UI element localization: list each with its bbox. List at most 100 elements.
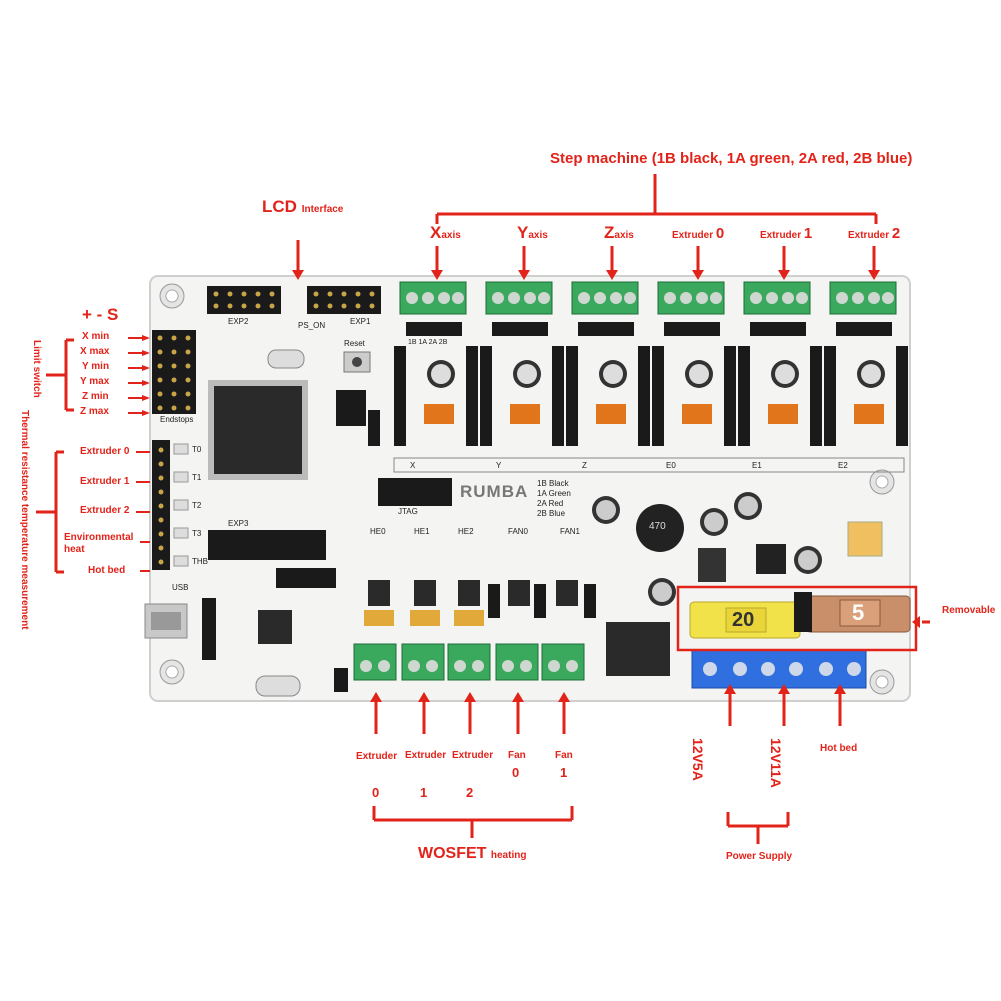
exp-headers	[207, 286, 381, 314]
usb-label: USB	[172, 583, 189, 592]
axis-e0-main: Extruder	[672, 230, 716, 241]
axis-label-z: Zaxis	[604, 224, 634, 242]
bottom-extruder-0-num: 0	[372, 785, 380, 800]
bottom-fan-0-num: 0	[512, 765, 520, 780]
pin-1b: 1B	[408, 339, 417, 346]
axis-y-main: Y	[517, 223, 529, 242]
limit-y-min: Y min	[82, 361, 110, 372]
driver-label-e0: E0	[666, 461, 676, 470]
driver-label-e1: E1	[752, 461, 762, 470]
axis-e2-sub: 2	[891, 225, 901, 242]
power-supply: Power Supply	[726, 851, 793, 862]
lcd-label: LCD Interface	[262, 198, 343, 215]
bottom-extruder-1: Extruder	[405, 750, 447, 761]
driver-label-e2: E2	[838, 461, 848, 470]
pin-2b: 2B	[438, 339, 448, 346]
power-12v5a: 12V5A	[690, 738, 706, 781]
pin-labels-x: 1B 1A 2A 2B	[408, 339, 447, 346]
bottom-extruder-0: Extruder	[356, 751, 398, 762]
inductor-label: 470	[649, 521, 666, 532]
mosfet-label: WOSFET heating	[418, 846, 526, 862]
limit-z-min: Z min	[82, 391, 109, 402]
limit-y-max: Y max	[80, 376, 110, 387]
reset-label: Reset	[344, 339, 365, 348]
thb-label: THB	[192, 557, 208, 566]
axis-x-main: X	[430, 223, 442, 242]
thermal-extruder-0-text: Extruder 0	[80, 446, 130, 457]
t1-label: T1	[192, 473, 202, 482]
lcd-sub: Interface	[301, 204, 344, 215]
crystal	[267, 349, 305, 369]
legend-1b: 1B Black	[537, 479, 569, 488]
bottom-extruder-2-num: 2	[466, 785, 474, 800]
axis-label-e1: Extruder 1	[760, 226, 812, 242]
t3-label: T3	[192, 529, 202, 538]
he0-label: HE0	[370, 527, 386, 536]
axis-z-main: Z	[604, 223, 615, 242]
axis-label-e0: Extruder 0	[672, 226, 724, 242]
thermal-environmental: Environmental heat	[64, 532, 134, 555]
bottom-extruder-2: Extruder	[452, 750, 494, 761]
annotation-lines	[36, 174, 930, 844]
endstop-leaders	[128, 337, 150, 572]
arrowheads	[142, 270, 920, 702]
pcb-board	[149, 275, 911, 702]
lcd-main: LCD	[262, 197, 297, 216]
he2-label: HE2	[458, 527, 474, 536]
driver-components	[424, 360, 885, 424]
bottom-fan-1-num: 1	[560, 765, 568, 780]
power-terminal	[691, 649, 867, 689]
exp2-label: EXP2	[228, 317, 249, 326]
limit-x-min: X min	[82, 331, 110, 342]
fan0-label: FAN0	[508, 527, 529, 536]
mosfet-sub: heating	[490, 850, 527, 861]
pin-2a: 2A	[428, 339, 437, 346]
thermal-extruder-2-text: Extruder 2	[80, 505, 130, 516]
stepper-terminals	[399, 281, 897, 315]
jtag-label: JTAG	[398, 507, 418, 516]
power-12v11a: 12V11A	[768, 738, 784, 788]
limit-z-max: Z max	[80, 406, 109, 417]
bottom-fan-1: Fan	[555, 750, 573, 761]
thermal-extruder-2: Extruder 2	[80, 506, 129, 516]
endstops-label: Endstops	[160, 415, 194, 424]
board-name: RUMBA	[460, 482, 529, 501]
axis-e1-main: Extruder	[760, 230, 804, 241]
axis-label-e2: Extruder 2	[848, 226, 900, 242]
t2-label: T2	[192, 501, 202, 510]
driver-label-y: Y	[496, 461, 502, 470]
fuse-20-value: 20	[732, 609, 755, 631]
thermal-extruder-1: Extruder 1	[80, 477, 129, 487]
plus-minus-s: + - S	[82, 305, 119, 324]
axis-x-sub: axis	[441, 230, 461, 241]
legend-2a: 2A Red	[537, 499, 564, 508]
usb-chip	[258, 610, 292, 644]
axis-e2-main: Extruder	[848, 230, 892, 241]
thermal-hot-bed: Hot bed	[88, 565, 126, 576]
thermal-label: Thermal resistance temperature measureme…	[19, 410, 30, 630]
mounting-holes	[159, 283, 895, 695]
thermal-extruder-0: Extruder 0	[80, 447, 129, 457]
endstops-header	[152, 330, 196, 414]
limit-switch-label: Limit switch	[31, 340, 42, 398]
axis-y-sub: axis	[528, 230, 548, 241]
limit-x-max: X max	[80, 346, 110, 357]
he1-label: HE1	[414, 527, 430, 536]
inductor-470	[636, 504, 684, 552]
removable-label: Removable	[942, 605, 996, 616]
legend-2b: 2B Blue	[537, 509, 566, 518]
ps-on-label: PS_ON	[298, 321, 326, 330]
power-hot-bed: Hot bed	[820, 743, 858, 754]
step-machine-title: Step machine (1B black, 1A green, 2A red…	[550, 150, 913, 167]
t0-label: T0	[192, 445, 202, 454]
exp3-label: EXP3	[228, 519, 249, 528]
axis-label-x: Xaxis	[430, 224, 461, 242]
endstop-pins	[157, 335, 191, 411]
pin-1a: 1A	[418, 339, 427, 346]
bottom-fan-0: Fan	[508, 750, 526, 761]
axis-label-y: Yaxis	[517, 224, 548, 242]
exp1-label: EXP1	[350, 317, 371, 326]
exp3-header	[208, 530, 326, 560]
